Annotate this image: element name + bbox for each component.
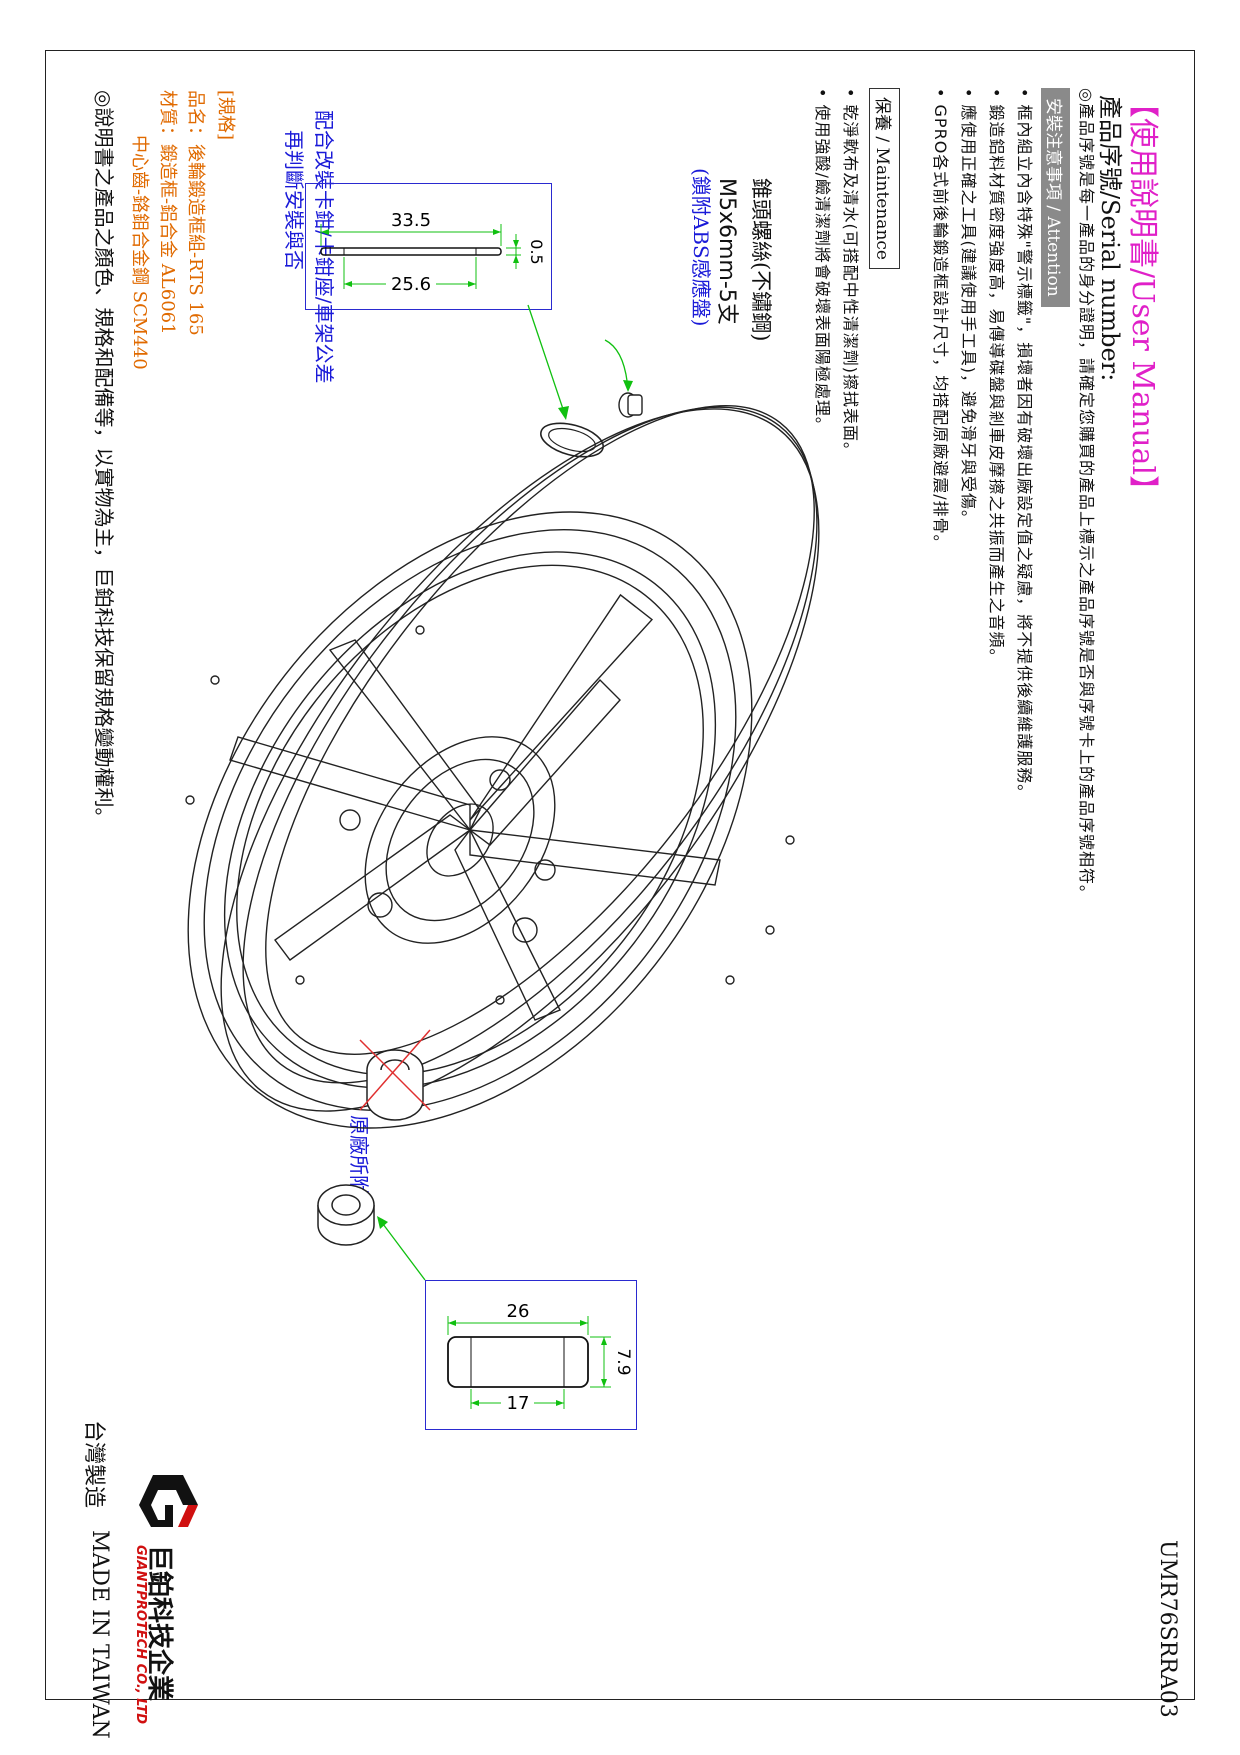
spacer-drawing: 26 17 7.9 bbox=[447, 1301, 633, 1414]
washer-thickness-dim: 0.5 bbox=[527, 239, 546, 264]
spacer-inner-dim: 17 bbox=[507, 1393, 530, 1414]
spacer-length-dim: 7.9 bbox=[613, 1348, 633, 1375]
washer-inner-dim: 25.6 bbox=[391, 274, 431, 295]
washer-outer-dim: 33.5 bbox=[391, 210, 431, 231]
washer-drawing: 33.5 25.6 0.5 bbox=[320, 210, 546, 295]
spacer-outer-dim: 26 bbox=[507, 1301, 530, 1322]
screw-icon bbox=[618, 392, 643, 418]
gpro-logo-icon bbox=[139, 1475, 198, 1527]
washer-drawing-box: 33.5 25.6 0.5 bbox=[305, 183, 552, 310]
page-frame bbox=[45, 50, 1195, 1700]
spacer-drawing-box: 26 17 7.9 bbox=[425, 1280, 637, 1430]
